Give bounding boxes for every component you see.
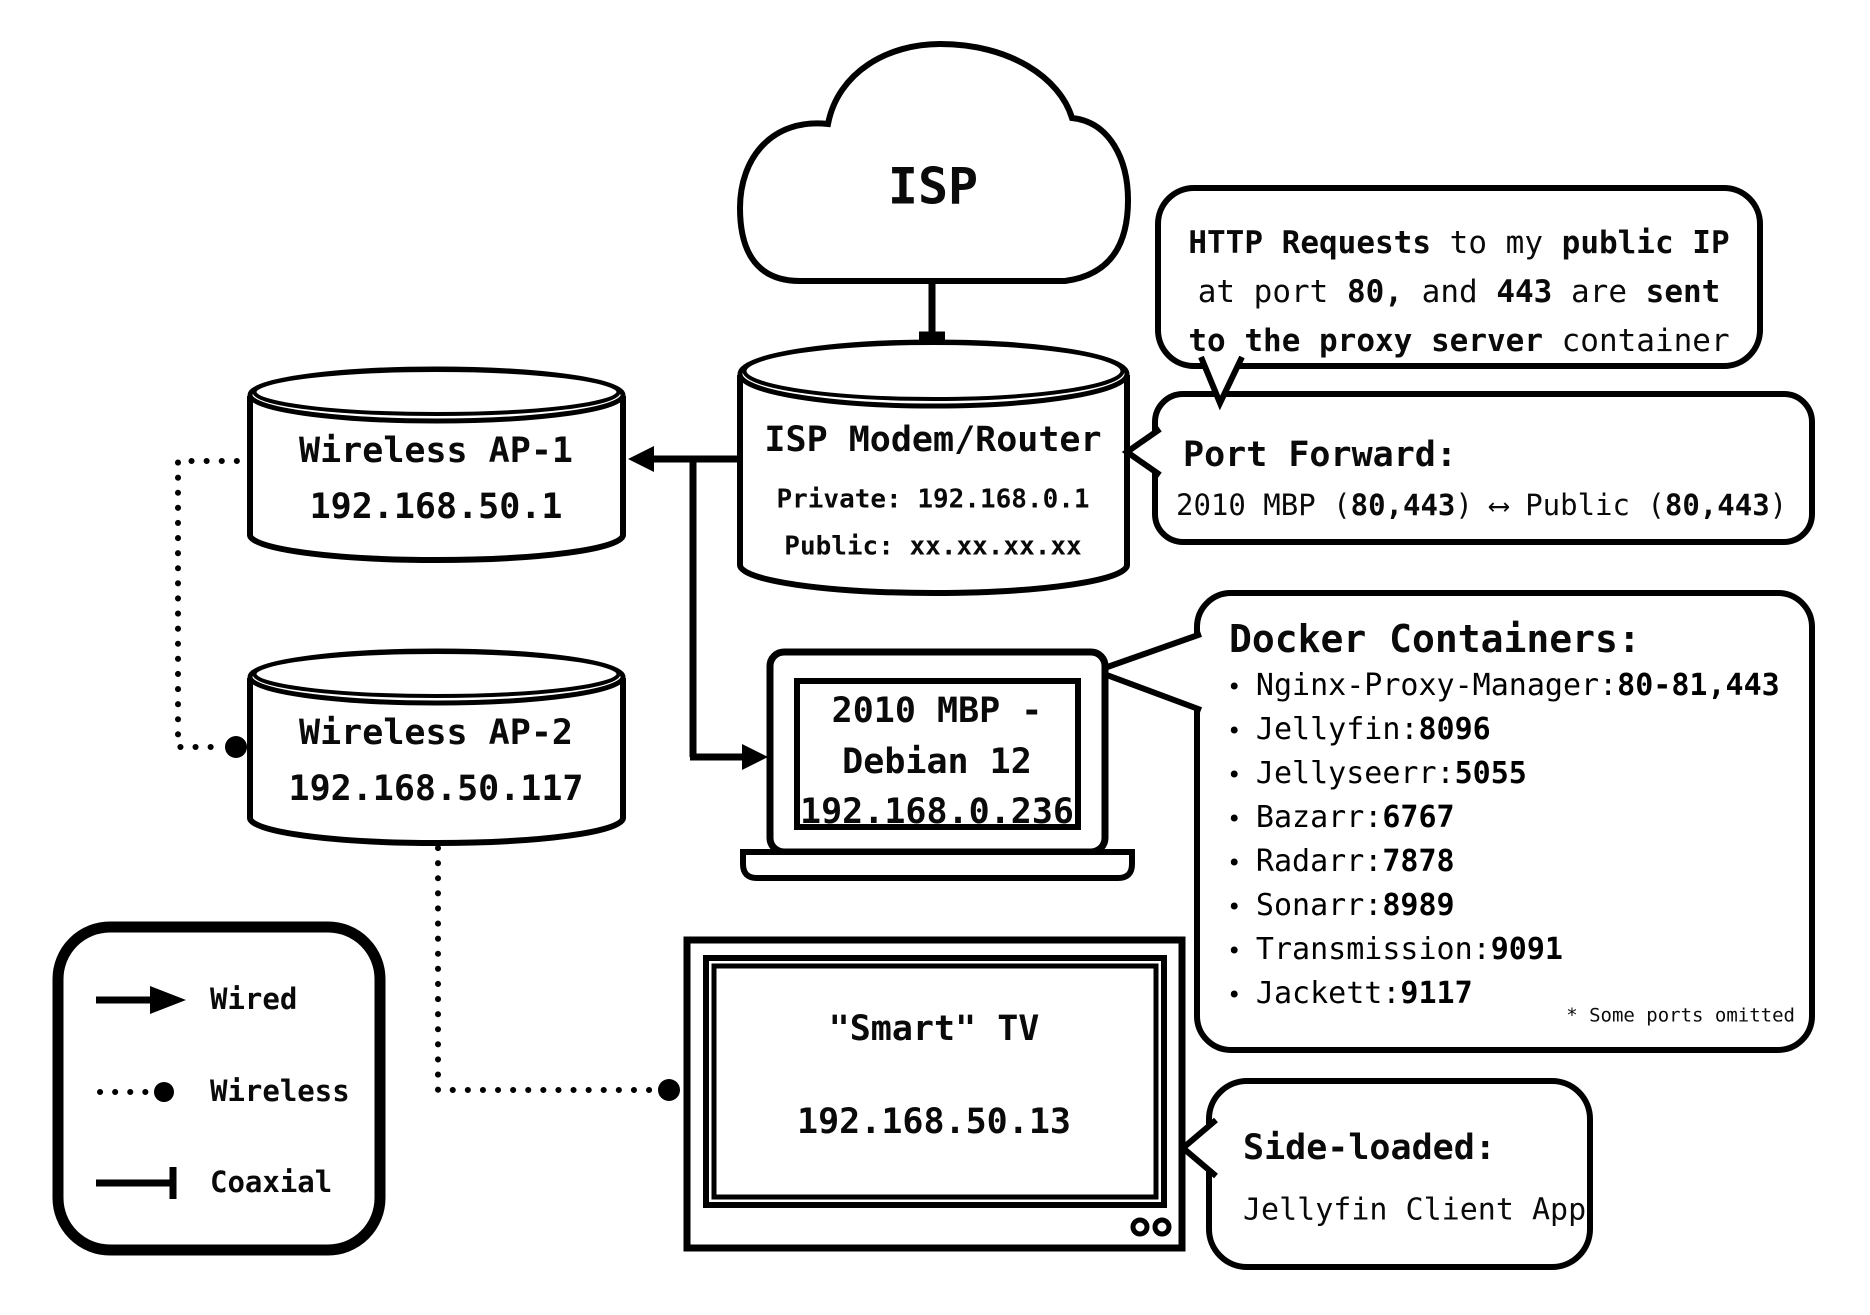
laptop-name-line1: 2010 MBP - — [831, 690, 1043, 731]
wired-arrowhead-laptop — [742, 744, 768, 770]
port-forward-title: Port Forward: — [1183, 434, 1457, 475]
legend-label-wireless: Wireless — [210, 1074, 350, 1109]
docker-title: Docker Containers: — [1229, 617, 1641, 662]
tv-ip: 192.168.50.13 — [797, 1101, 1071, 1142]
laptop-name-line2: Debian 12 — [842, 741, 1032, 782]
wireless-dot-ap2 — [225, 736, 247, 758]
legend-label-coaxial: Coaxial — [210, 1165, 333, 1200]
legend-wired-symbol — [96, 986, 186, 1014]
legend-box — [52, 921, 386, 1256]
port-forward-tail — [1121, 426, 1162, 478]
isp-cloud-shape — [736, 40, 1132, 284]
wireless-link-ap2-tv — [435, 845, 680, 1101]
docker-item: • Nginx-Proxy-Manager:80-81,443 — [1227, 668, 1780, 703]
docker-item: • Sonarr:8989 — [1227, 888, 1455, 923]
docker-footnote: * Some ports omitted — [1566, 1004, 1795, 1027]
ap2-title: Wireless AP-2 — [299, 712, 573, 753]
docker-item: • Transmission:9091 — [1227, 932, 1563, 967]
tv-shape — [683, 936, 1186, 1252]
http-note-line: at port 80, and 443 are sent — [1197, 273, 1721, 310]
tv-indicator-light — [1152, 1217, 1172, 1237]
docker-box — [1194, 590, 1815, 1053]
laptop-ip: 192.168.0.236 — [800, 791, 1074, 832]
tv-title: "Smart" TV — [828, 1008, 1040, 1049]
docker-items: • Nginx-Proxy-Manager:80-81,443 • Jellyfi… — [1227, 664, 1780, 1016]
modem-public-ip: Public: xx.xx.xx.xx — [784, 531, 1082, 562]
wired-link-modem-laptop — [689, 456, 768, 770]
wired-link-modem-ap1 — [628, 446, 744, 472]
sideloaded-subtitle: Jellyfin Client App — [1243, 1192, 1587, 1228]
laptop-shape — [740, 648, 1135, 881]
docker-tail — [1087, 631, 1203, 713]
docker-item: • Bazarr:6767 — [1227, 800, 1455, 835]
docker-item: • Jackett:9117 — [1227, 976, 1473, 1011]
docker-item: • Jellyseerr:5055 — [1227, 756, 1527, 791]
wireless-dot-tv — [658, 1079, 680, 1101]
legend-coaxial-symbol — [96, 1167, 177, 1199]
wired-arrowhead-ap1 — [628, 446, 654, 472]
http-note-bubble — [1155, 185, 1763, 369]
ap1-title: Wireless AP-1 — [299, 430, 573, 471]
coaxial-link-cloud-modem — [919, 278, 945, 341]
ap1-ip: 192.168.50.1 — [309, 486, 563, 527]
sideloaded-bubble — [1206, 1078, 1593, 1270]
tv-indicator-light — [1130, 1217, 1150, 1237]
ap2-ip: 192.168.50.117 — [288, 768, 584, 809]
modem-cylinder — [737, 339, 1130, 596]
http-note-line: HTTP Requests to my public IP — [1188, 224, 1730, 261]
docker-item: • Jellyfin:8096 — [1227, 712, 1491, 747]
http-note-line: to the proxy server container — [1188, 322, 1730, 359]
ap2-cylinder — [247, 648, 626, 846]
wireless-link-ap1-ap2 — [175, 458, 255, 758]
ap1-cylinder — [247, 366, 626, 563]
isp-label: ISP — [887, 157, 979, 216]
modem-title: ISP Modem/Router — [764, 419, 1102, 460]
modem-private-ip: Private: 192.168.0.1 — [776, 484, 1090, 515]
legend-label-wired: Wired — [210, 982, 298, 1017]
legend-wireless-symbol — [97, 1082, 174, 1102]
sideloaded-title: Side-loaded: — [1243, 1127, 1496, 1168]
port-forward-mapping: 2010 MBP (80,443) ⟷ Public (80,443) — [1176, 488, 1788, 523]
docker-item: • Radarr:7878 — [1227, 844, 1455, 879]
http-note-tail — [1198, 355, 1245, 411]
sideloaded-tail — [1178, 1117, 1218, 1179]
